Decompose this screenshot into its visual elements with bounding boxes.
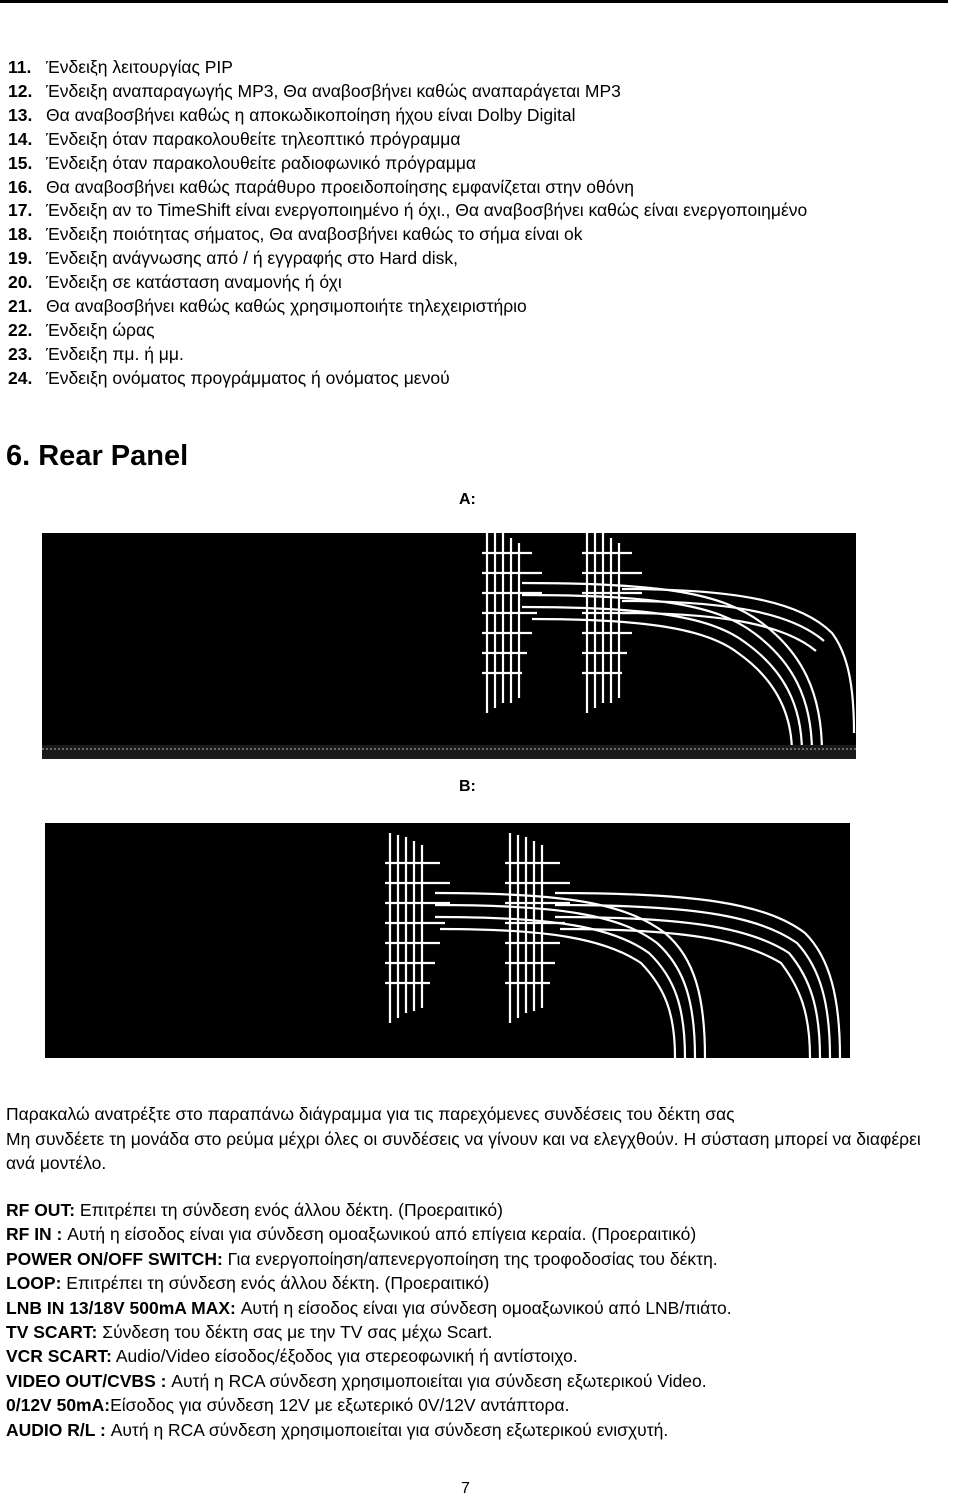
list-item-text: Ένδειξη πμ. ή μμ. [46,343,184,364]
list-item-text: Ένδειξη σε κατάσταση αναμονής ή όχι [46,272,342,293]
definition-term: RF IN : [6,1224,63,1245]
connection-note: Παρακαλώ ανατρέξτε στο παραπάνω διάγραμμ… [6,1102,951,1176]
page-number: 7 [461,1480,470,1497]
definition-description: Αυτή η RCA σύνδεση χρησιμοποιείται για σ… [166,1370,707,1391]
definition-row: POWER ON/OFF SWITCH: Για ενεργοποίηση/απ… [6,1247,956,1271]
connection-note-line-2: Μη συνδέετε τη μονάδα στο ρεύμα μέχρι όλ… [6,1128,921,1174]
definition-row: VCR SCART: Audio/Video είσοδος/έξοδος γι… [6,1344,956,1368]
list-item-number: 15. [8,152,33,173]
definition-description: Αυτή η RCA σύνδεση χρησιμοποιείται για σ… [105,1419,669,1440]
rear-panel-a-image [42,533,856,759]
list-item: 18. Ένδειξη ποιότητας σήματος, Θα αναβοσβ… [8,223,958,247]
definition-row: LOOP: Επιτρέπει τη σύνδεση ενός άλλου δέ… [6,1271,956,1295]
definition-term: AUDIO R/L : [6,1419,106,1440]
panel-b-label: B: [459,778,476,795]
definition-row: RF OUT: Επιτρέπει τη σύνδεση ενός άλλου … [6,1198,956,1222]
list-item-number: 11. [8,57,32,77]
list-item-number: 22. [8,319,33,340]
list-item-number: 24. [8,367,33,388]
list-item: 19. Ένδειξη ανάγνωσης από / ή εγγραφής στ… [8,247,958,271]
list-item: 21. Θα αναβοσβήνει καθώς καθώς χρησιμοποι… [8,295,958,319]
connector-definitions: RF OUT: Επιτρέπει τη σύνδεση ενός άλλου … [6,1198,956,1442]
definition-term: LOOP: [6,1273,62,1294]
definition-description: Audio/Video είσοδος/έξοδος για στερεοφων… [111,1346,578,1367]
rear-panel-a-drawing [42,533,856,759]
top-rule [0,0,948,3]
list-item: 16. Θα αναβοσβήνει καθώς παράθυρο προειδο… [8,176,958,200]
definition-description: Αυτή η είσοδος είναι για σύνδεση ομοαξων… [62,1224,697,1245]
list-item-text: Ένδειξη ώρας [46,319,155,340]
definition-term: TV SCART: [6,1322,98,1343]
definition-description: Επιτρέπει τη σύνδεση ενός άλλου δέκτη. (… [61,1273,490,1294]
rear-panel-b-image [45,823,850,1058]
list-item-number: 14. [8,128,33,149]
definition-row: TV SCART: Σύνδεση του δέκτη σας με την T… [6,1320,956,1344]
list-item-text: Ένδειξη λειτουργίας PIP [46,57,233,77]
rear-panel-b-drawing [385,833,842,1058]
definition-term: POWER ON/OFF SWITCH: [6,1248,223,1269]
definition-term: VIDEO OUT/CVBS : [6,1370,167,1391]
list-item-number: 12. [8,80,33,101]
indicator-list: 11. Ένδειξη λειτουργίας PIP 12. Ένδειξη ανα… [8,56,958,391]
list-item-number: 20. [8,272,33,293]
definition-row: 0/12V 50mA:Είσοδος για σύνδεση 12V με εξ… [6,1393,956,1417]
list-item-text: Θα αναβοσβήνει καθώς παράθυρο προειδοποί… [46,176,634,197]
definition-row: VIDEO OUT/CVBS : Αυτή η RCA σύνδεση χρησ… [6,1369,956,1393]
list-item: 15. Ένδειξη όταν παρακολουθείτε ραδιοφωνι… [8,152,958,176]
list-item-text: Ένδειξη ανάγνωσης από / ή εγγραφής στο H… [46,248,459,269]
list-item-text: Ένδειξη όταν παρακολουθείτε τηλεοπτικό π… [46,128,461,149]
list-item-text: Ένδειξη ονόματος προγράμματος ή ονόματος… [46,367,450,388]
definition-row: AUDIO R/L : Αυτή η RCA σύνδεση χρησιμοπο… [6,1418,956,1442]
list-item: 22. Ένδειξη ώρας [8,319,958,343]
list-item-number: 17. [8,200,33,221]
definition-term: RF OUT: [6,1200,76,1220]
list-item-number: 19. [8,248,33,269]
definition-term: LNB IN 13/18V 500mA MAX: [6,1297,236,1318]
list-item: 11. Ένδειξη λειτουργίας PIP [8,56,958,80]
list-item-text: Ένδειξη αν το TimeShift είναι ενεργοποιη… [46,200,808,221]
definition-term: 0/12V 50mA: [6,1395,111,1416]
definition-description: Αυτή η είσοδος είναι για σύνδεση ομοαξων… [235,1297,732,1318]
definition-term: VCR SCART: [6,1346,112,1367]
list-item: 17. Ένδειξη αν το TimeShift είναι ενεργοπ… [8,199,958,223]
definition-row: LNB IN 13/18V 500mA MAX: Αυτή η είσοδος … [6,1296,956,1320]
list-item-number: 13. [8,104,33,125]
definition-description: Επιτρέπει τη σύνδεση ενός άλλου δέκτη. (… [75,1200,503,1220]
list-item-number: 16. [8,176,33,197]
list-item: 23. Ένδειξη πμ. ή μμ. [8,343,958,367]
list-item: 20. Ένδειξη σε κατάσταση αναμονής ή όχι [8,271,958,295]
list-item: 14. Ένδειξη όταν παρακολουθείτε τηλεοπτικ… [8,128,958,152]
list-item-number: 21. [8,296,33,317]
list-item-text: Ένδειξη ποιότητας σήματος, Θα αναβοσβήνε… [46,224,583,245]
definition-description: Για ενεργοποίηση/απενεργοποίηση της τροφ… [222,1248,718,1269]
list-item-number: 23. [8,343,33,364]
definition-description: Είσοδος για σύνδεση 12V με εξωτερικό 0V/… [110,1395,570,1416]
list-item-text: Θα αναβοσβήνει καθώς καθώς χρησιμοποιήτε… [46,296,527,317]
list-item-number: 18. [8,224,33,245]
definition-description: Σύνδεση του δέκτη σας με την TV σας μέχω… [97,1322,493,1343]
panel-a-label: A: [459,491,476,508]
list-item-text: Θα αναβοσβήνει καθώς η αποκωδικοποίηση ή… [46,104,576,125]
section-heading: 6. Rear Panel [6,440,189,472]
list-item: 13. Θα αναβοσβήνει καθώς η αποκωδικοποίησ… [8,104,958,128]
list-item-text: Ένδειξη αναπαραγωγής MP3, Θα αναβοσβήνει… [46,80,621,101]
connection-note-line-1: Παρακαλώ ανατρέξτε στο παραπάνω διάγραμμ… [6,1104,735,1124]
list-item: 24. Ένδειξη ονόματος προγράμματος ή ονόμα… [8,367,958,391]
definition-row: RF IN : Αυτή η είσοδος είναι για σύνδεση… [6,1222,956,1246]
list-item-text: Ένδειξη όταν παρακολουθείτε ραδιοφωνικό … [46,152,477,173]
list-item: 12. Ένδειξη αναπαραγωγής MP3, Θα αναβοσβή… [8,80,958,104]
